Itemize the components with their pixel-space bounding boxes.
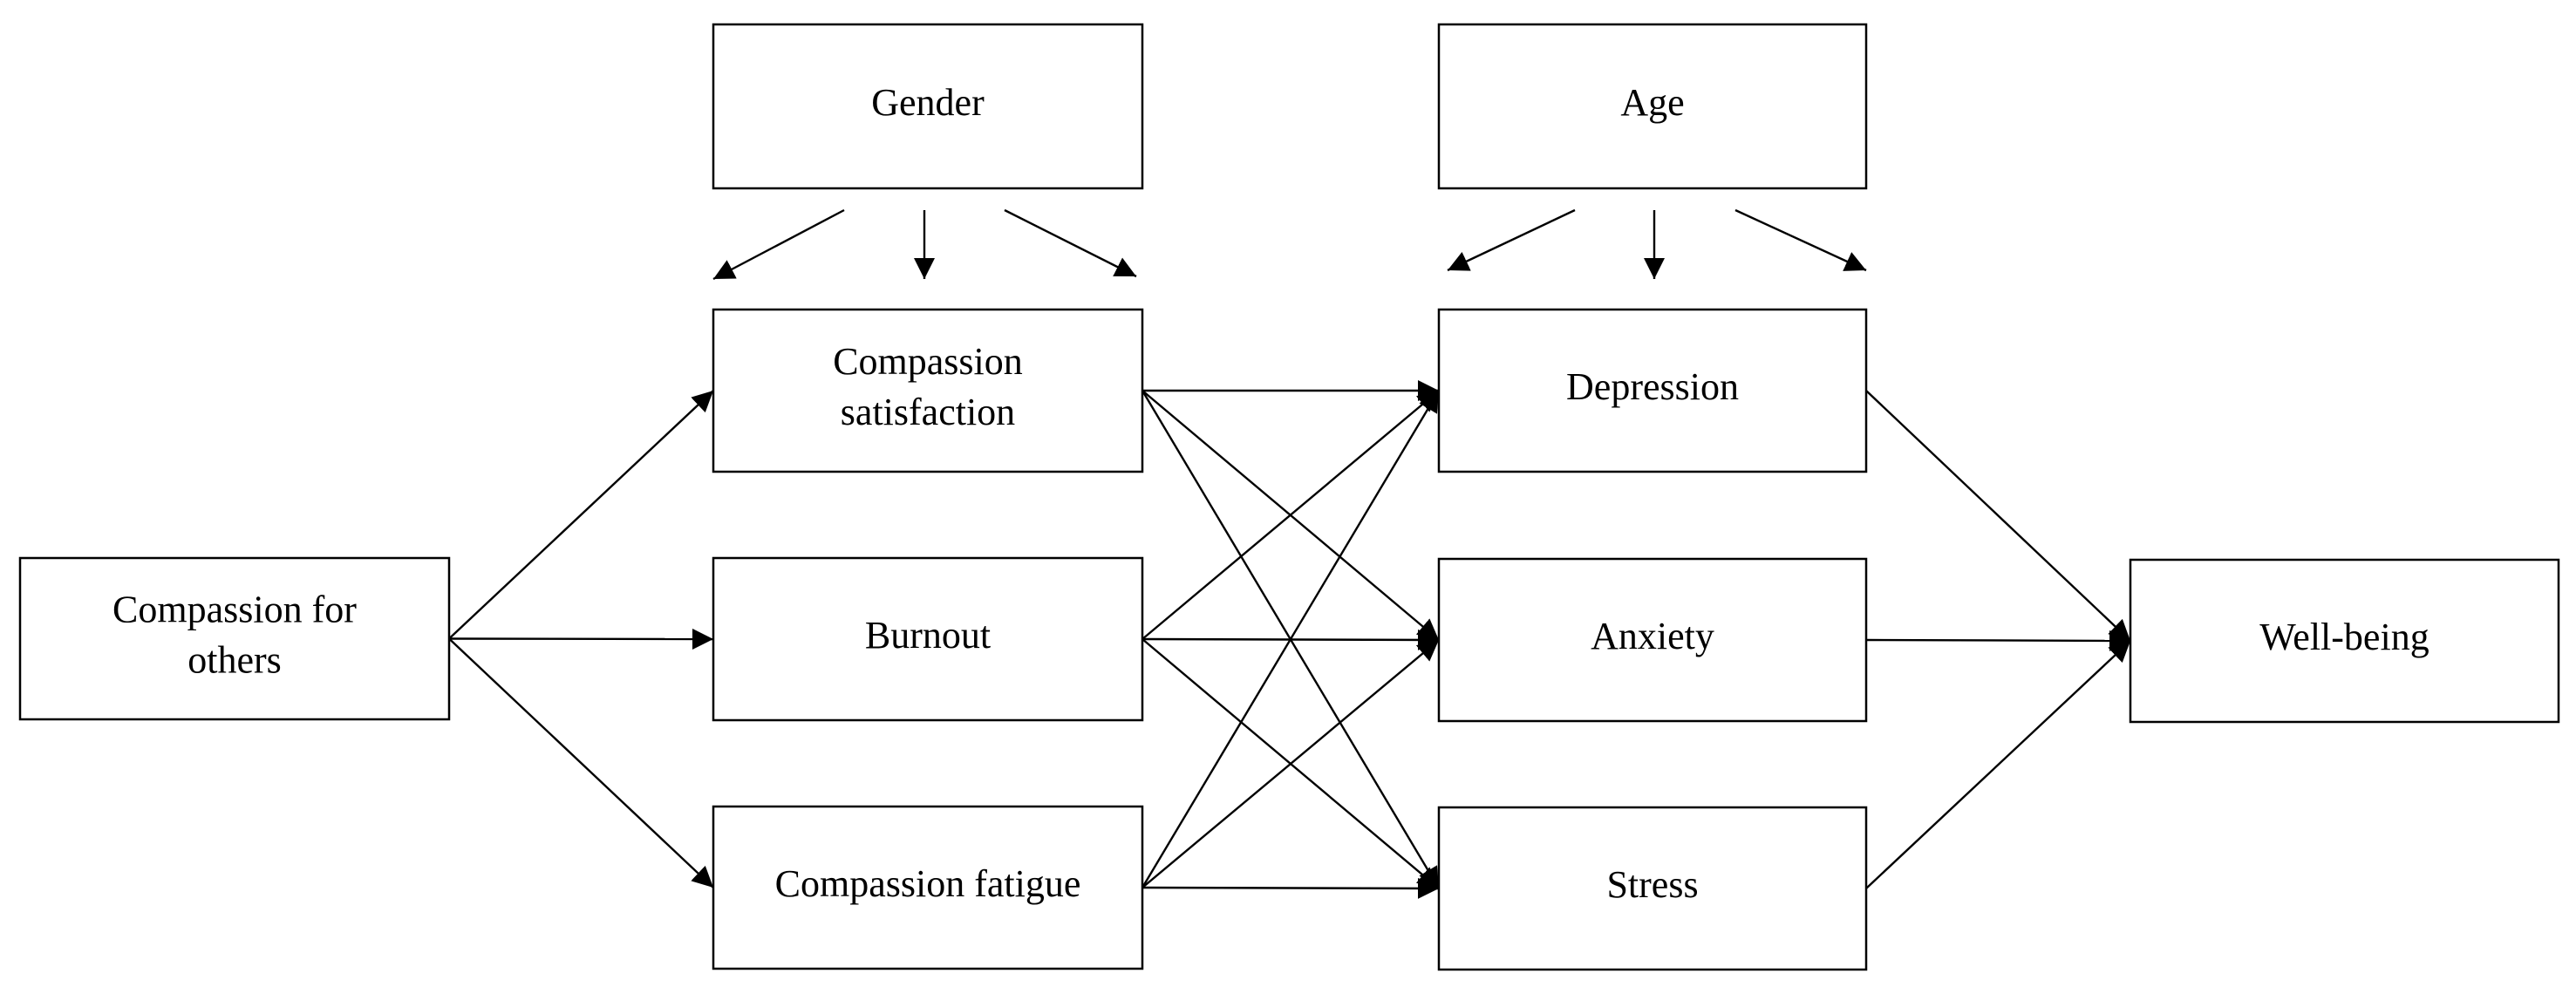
node-depression-label-line-1: Depression (1566, 365, 1739, 408)
arrow-anxiety-to-well-being (1865, 630, 2131, 651)
arrow-depression-to-well-being (1865, 390, 2131, 642)
age-moderator-arrow-1 (1447, 208, 1576, 272)
arrow-burnout-to-depression (1141, 390, 1440, 640)
node-burnout-box (712, 556, 1144, 722)
arrow-compassion-fatigue-to-anxiety (1141, 639, 1440, 888)
node-compassion-satisfaction-box (712, 308, 1144, 473)
gender-moderator-arrow-3 (1004, 208, 1137, 278)
node-depression-box (1437, 308, 1868, 473)
node-stress-box (1437, 806, 1868, 971)
node-anxiety: Anxiety (1437, 557, 1868, 723)
node-well-being: Well-being (2129, 558, 2560, 724)
node-well-being-label-line-1: Well-being (2259, 616, 2429, 658)
node-gender-box (712, 23, 1144, 190)
node-compassion-satisfaction: Compassion satisfaction (712, 308, 1144, 473)
node-gender-label-line-1: Gender (871, 81, 985, 124)
arrow-stress-to-well-being (1865, 640, 2131, 889)
node-compassion-for-others: Compassion for others (18, 556, 451, 721)
node-compassion-fatigue: Compassion fatigue (712, 805, 1144, 970)
arrow-compassion-for-others-to-compassion-satisfaction (448, 390, 714, 640)
node-anxiety-box (1437, 557, 1868, 723)
node-compassion-fatigue-box (712, 805, 1144, 970)
node-compassion-fatigue-label-line-1: Compassion fatigue (775, 862, 1081, 905)
node-compassion-for-others-label-line-2: others (187, 639, 282, 682)
node-compassion-for-others-box (18, 556, 451, 721)
edges-layer (448, 380, 2131, 899)
arrow-compassion-for-others-to-compassion-fatigue (448, 637, 714, 888)
moderator-arrows-layer (712, 208, 1867, 281)
node-depression: Depression (1437, 308, 1868, 473)
node-stress-label-line-1: Stress (1606, 863, 1698, 906)
node-gender: Gender (712, 23, 1144, 190)
arrow-compassion-for-others-to-burnout (448, 628, 714, 650)
node-anxiety-label-line-1: Anxiety (1591, 615, 1714, 657)
node-age-box (1437, 23, 1868, 190)
node-stress: Stress (1437, 806, 1868, 971)
node-compassion-satisfaction-label-line-2: satisfaction (841, 391, 1015, 433)
node-compassion-satisfaction-label-line-1: Compassion (833, 340, 1023, 383)
node-age-label-line-1: Age (1620, 81, 1684, 124)
node-burnout: Burnout (712, 556, 1144, 722)
node-burnout-label-line-1: Burnout (865, 614, 991, 657)
age-moderator-arrow-3 (1734, 208, 1867, 272)
node-compassion-for-others-label-line-1: Compassion for (112, 589, 357, 631)
gender-moderator-arrow-1 (712, 208, 845, 281)
node-age: Age (1437, 23, 1868, 190)
node-well-being-box (2129, 558, 2560, 724)
arrow-compassion-fatigue-to-depression (1141, 390, 1441, 888)
